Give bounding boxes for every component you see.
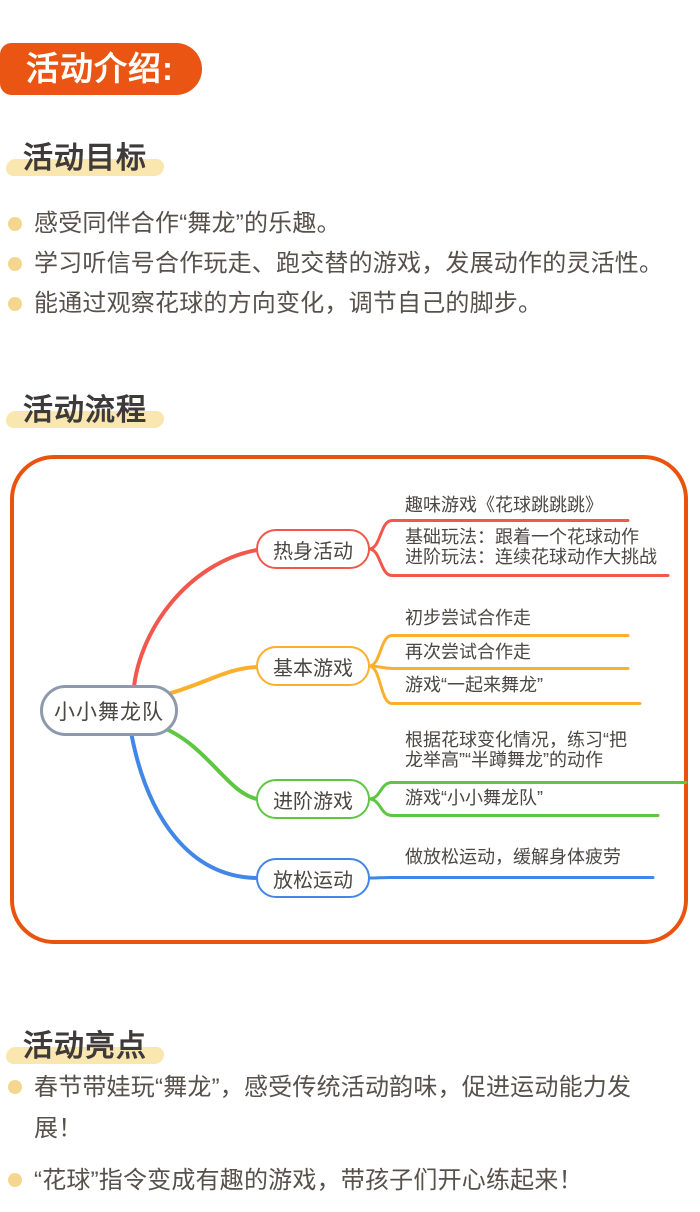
goals-bullet-text: 学习听信号合作玩走、跑交替的游戏，发展动作的灵活性。 [34, 250, 664, 277]
page-title-badge: 活动介绍: [0, 43, 202, 95]
mindmap-child-warmup-2: 基础玩法：跟着一个花球动作 进阶玩法：连续花球动作大挑战 [405, 527, 657, 567]
bullet-dot-icon [8, 1173, 22, 1187]
flow-section-title: 活动流程 [23, 394, 147, 427]
goals-section-title: 活动目标 [23, 142, 147, 175]
mindmap-child-advanced-1: 根据花球变化情况，练习“把 龙举高”“半蹲舞龙”的动作 [405, 730, 627, 770]
bullet-dot-icon [8, 257, 22, 271]
mindmap-child-line: 基础玩法：跟着一个花球动作 [405, 527, 639, 547]
highlights-section-title: 活动亮点 [23, 1030, 147, 1063]
mindmap-topic-relax: 放松运动 [256, 858, 370, 898]
mindmap-child-relax-1: 做放松运动，缓解身体疲劳 [405, 847, 621, 867]
goals-bullet-text: 感受同伴合作“舞龙”的乐趣。 [34, 210, 341, 237]
mindmap-child-line: 龙举高”“半蹲舞龙”的动作 [405, 750, 603, 770]
mindmap-container [10, 455, 688, 944]
mindmap-child-advanced-2: 游戏“小小舞龙队” [405, 788, 543, 808]
bullet-dot-icon [8, 297, 22, 311]
mindmap-topic-basic: 基本游戏 [256, 646, 370, 686]
mindmap-child-basic-3: 游戏“一起来舞龙” [405, 675, 543, 695]
mindmap-topic-warmup: 热身活动 [256, 529, 370, 569]
mindmap-child-basic-1: 初步尝试合作走 [405, 608, 531, 628]
highlights-bullet-item: “花球”指令变成有趣的游戏，带孩子们开心练起来！ [8, 1160, 676, 1201]
bullet-dot-icon [8, 217, 22, 231]
mindmap-child-line: 进阶玩法：连续花球动作大挑战 [405, 547, 657, 567]
goals-bullet-item: 学习听信号合作玩走、跑交替的游戏，发展动作的灵活性。 [8, 244, 698, 284]
mindmap-child-warmup-1: 趣味游戏《花球跳跳跳》 [405, 495, 603, 515]
highlights-bullet-text: 春节带娃玩“舞龙”，感受传统活动韵味，促进运动能力发展！ [34, 1074, 632, 1142]
mindmap-root-node: 小小舞龙队 [40, 685, 178, 736]
bullet-dot-icon [8, 1080, 22, 1094]
highlights-bullet-item: 春节带娃玩“舞龙”，感受传统活动韵味，促进运动能力发展！ [8, 1067, 676, 1149]
goals-bullet-list: 感受同伴合作“舞龙”的乐趣。 学习听信号合作玩走、跑交替的游戏，发展动作的灵活性… [8, 204, 698, 324]
goals-bullet-item: 感受同伴合作“舞龙”的乐趣。 [8, 204, 698, 244]
highlights-bullet-text: “花球”指令变成有趣的游戏，带孩子们开心练起来！ [34, 1167, 583, 1194]
highlights-bullet-list: 春节带娃玩“舞龙”，感受传统活动韵味，促进运动能力发展！ “花球”指令变成有趣的… [8, 1067, 676, 1212]
mindmap-child-line: 根据花球变化情况，练习“把 [405, 730, 627, 750]
goals-bullet-text: 能通过观察花球的方向变化，调节自己的脚步。 [34, 290, 543, 317]
mindmap-child-basic-2: 再次尝试合作走 [405, 642, 531, 662]
goals-bullet-item: 能通过观察花球的方向变化，调节自己的脚步。 [8, 284, 698, 324]
mindmap-topic-advanced: 进阶游戏 [256, 779, 370, 819]
